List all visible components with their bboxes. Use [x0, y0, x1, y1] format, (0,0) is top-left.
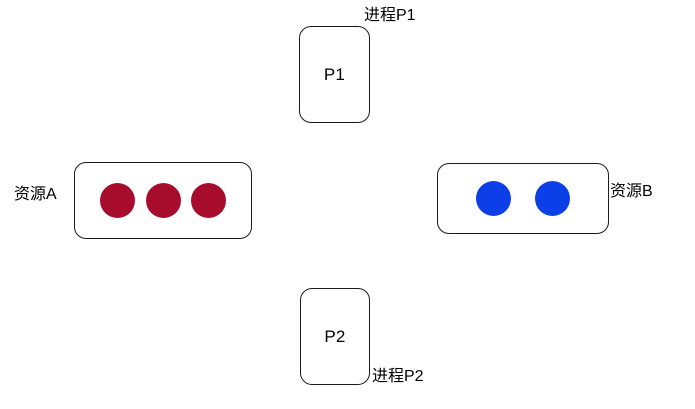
resource-a-caption: 资源A [14, 186, 57, 203]
process-node-p1[interactable]: P1 [299, 26, 370, 123]
process-p2-caption: 进程P2 [372, 368, 424, 385]
resource-b-instance-2 [535, 181, 570, 216]
resource-node-a[interactable] [74, 162, 252, 239]
process-node-p2[interactable]: P2 [300, 288, 370, 385]
process-p2-inner-label: P2 [324, 327, 346, 346]
resource-b-instance-1 [476, 181, 511, 216]
process-p1-inner-label: P1 [323, 65, 346, 84]
resource-a-instance-1 [99, 183, 135, 218]
resource-b-caption: 资源B [610, 183, 653, 200]
process-p1-caption: 进程P1 [364, 7, 416, 24]
resource-a-instance-2 [145, 183, 181, 218]
resource-a-instance-3 [191, 183, 227, 218]
resource-node-b[interactable] [437, 163, 609, 234]
